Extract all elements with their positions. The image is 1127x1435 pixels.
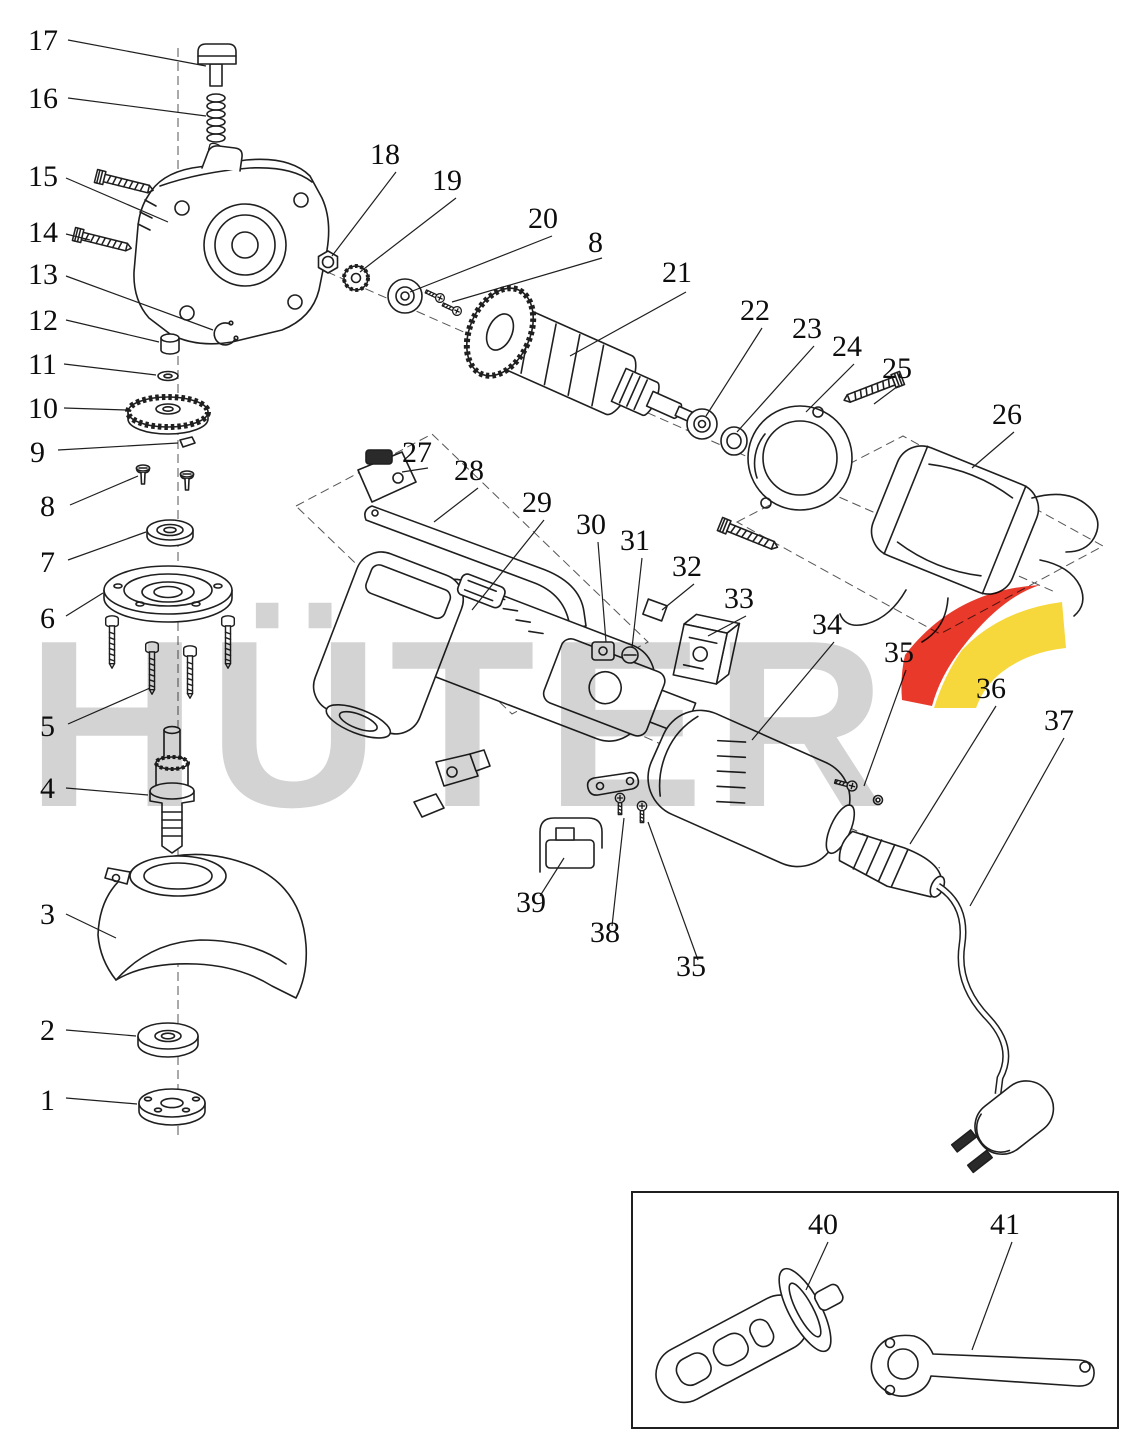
part-label-26: 26 xyxy=(992,398,1022,431)
part-label-11: 11 xyxy=(28,348,57,381)
part-spanner-41 xyxy=(870,1334,1095,1397)
part-label-40: 40 xyxy=(808,1208,838,1241)
part-label-22: 22 xyxy=(740,294,770,327)
part-label-41: 41 xyxy=(990,1208,1020,1241)
part-bearing-plate-6 xyxy=(103,565,233,623)
part-label-9: 9 xyxy=(30,436,45,469)
part-label-16: 16 xyxy=(28,82,58,115)
part-label-25: 25 xyxy=(882,352,912,385)
part-label-19: 19 xyxy=(432,164,462,197)
part-label-14: 14 xyxy=(28,216,58,249)
part-bracket-28 xyxy=(364,505,587,629)
part-label-3: 3 xyxy=(40,898,55,931)
part-rear-housing-34 xyxy=(647,709,856,868)
part-wheel-guard-3 xyxy=(97,853,308,999)
part-bearing-20 xyxy=(387,278,423,314)
part-label-6: 6 xyxy=(40,602,55,635)
part-washer-11 xyxy=(157,370,179,382)
part-label-39: 39 xyxy=(516,886,546,919)
part-label-30: 30 xyxy=(576,508,606,541)
part-label-23: 23 xyxy=(792,312,822,345)
part-label-38: 38 xyxy=(590,916,620,949)
part-side-handle-40 xyxy=(655,1267,844,1404)
part-stator-26 xyxy=(870,445,1040,595)
part-label-28: 28 xyxy=(454,454,484,487)
part-bearing-7 xyxy=(146,519,194,547)
part-switch-33 xyxy=(672,613,741,685)
swoosh-yellow-shape xyxy=(934,602,1066,708)
part-label-8-left: 8 xyxy=(40,490,55,523)
part-screw-35-right xyxy=(833,775,884,806)
part-label-36: 36 xyxy=(976,672,1006,705)
part-gear-10 xyxy=(125,394,211,435)
part-label-18: 18 xyxy=(370,138,400,171)
part-label-13: 13 xyxy=(28,258,58,291)
part-label-32: 32 xyxy=(672,550,702,583)
part-label-20: 20 xyxy=(528,202,558,235)
part-inner-flange-2 xyxy=(137,1022,199,1058)
part-spring-16 xyxy=(206,93,226,143)
part-baffle-ring-24 xyxy=(747,405,853,511)
part-flange-nut-1 xyxy=(138,1088,206,1126)
part-label-5: 5 xyxy=(40,710,55,743)
part-label-37: 37 xyxy=(1044,704,1074,737)
part-label-33: 33 xyxy=(724,582,754,615)
part-ring-23 xyxy=(720,426,748,456)
part-label-1: 1 xyxy=(40,1084,55,1117)
part-brush-holder-30 xyxy=(591,641,615,661)
part-brush-cap-31 xyxy=(621,646,639,664)
part-small-bracket xyxy=(413,749,491,818)
part-label-2: 2 xyxy=(40,1014,55,1047)
part-lock-button-17 xyxy=(197,43,237,87)
part-label-24: 24 xyxy=(832,330,862,363)
part-brush-32 xyxy=(642,598,668,622)
part-gear-housing-15 xyxy=(133,145,330,345)
part-motor-housing-29 xyxy=(312,551,697,742)
part-circlip-13 xyxy=(213,320,239,346)
part-pinion-19 xyxy=(342,264,370,292)
leader-lines xyxy=(57,39,1065,1351)
part-spindle-4 xyxy=(149,725,195,854)
inset-panel xyxy=(631,1191,1119,1429)
part-label-34: 34 xyxy=(812,608,842,641)
part-label-10: 10 xyxy=(28,392,58,425)
part-spindle-lock-27 xyxy=(357,449,417,503)
part-label-8-center: 8 xyxy=(588,226,603,259)
part-label-31: 31 xyxy=(620,524,650,557)
part-label-15: 15 xyxy=(28,160,58,193)
part-clamp-39 xyxy=(539,817,603,873)
part-label-27: 27 xyxy=(402,436,432,469)
part-label-21: 21 xyxy=(662,256,692,289)
part-label-35-right: 35 xyxy=(884,636,914,669)
part-armature-21 xyxy=(463,285,696,423)
swoosh-red-shape xyxy=(901,585,1040,706)
part-label-29: 29 xyxy=(522,486,552,519)
part-nut-18 xyxy=(317,250,339,274)
part-label-12: 12 xyxy=(28,304,58,337)
part-label-7: 7 xyxy=(40,546,55,579)
part-cord-37 xyxy=(936,883,1055,1174)
part-spacer-12 xyxy=(160,333,180,355)
part-bearing-22 xyxy=(686,408,718,440)
part-key-9 xyxy=(179,436,196,448)
part-label-35-bottom: 35 xyxy=(676,950,706,983)
watermark-brand-text: HÜTER xyxy=(26,592,896,857)
part-label-4: 4 xyxy=(40,772,55,805)
part-link-lever xyxy=(586,771,640,796)
part-label-17: 17 xyxy=(28,24,58,57)
